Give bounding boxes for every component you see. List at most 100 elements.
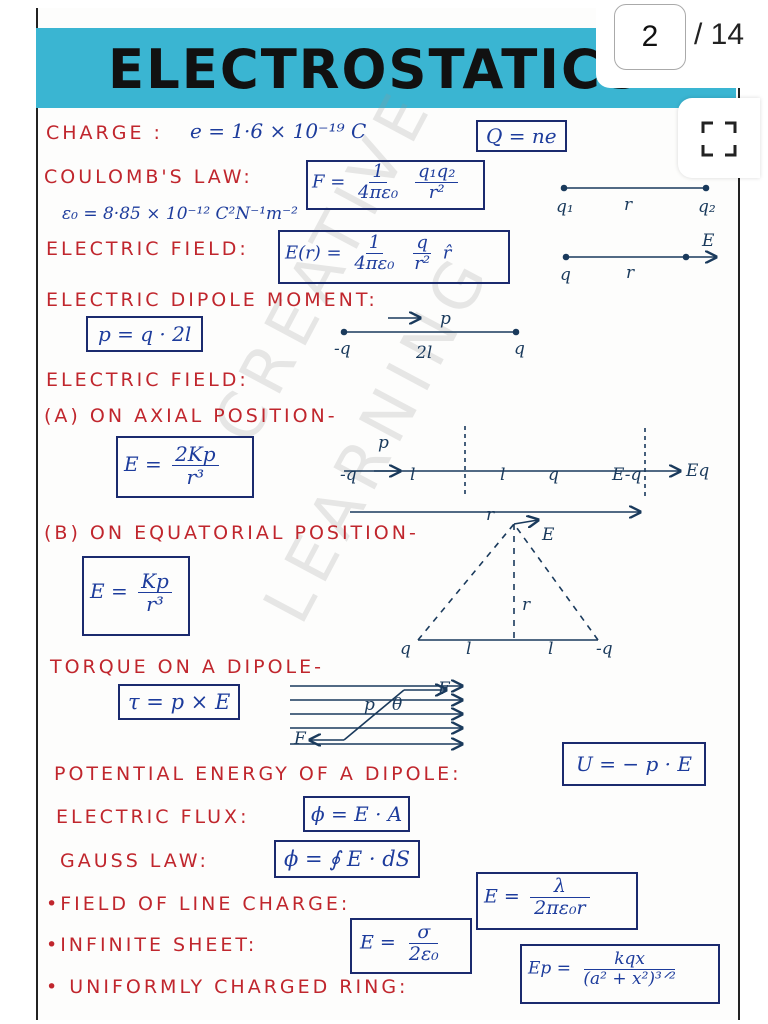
field-r: r bbox=[626, 263, 635, 283]
equatorial-l2: l bbox=[548, 639, 553, 659]
equatorial-num: Kp bbox=[138, 570, 172, 593]
charge-formula: e = 1·6 × 10⁻¹⁹ C bbox=[190, 119, 367, 143]
field-diagram bbox=[562, 255, 717, 260]
field-qnum: q bbox=[413, 233, 431, 254]
field-qden: r² bbox=[414, 252, 431, 274]
axial-p: p bbox=[378, 433, 389, 453]
gauss-law-box: ϕ = ∮ E · dS bbox=[274, 840, 421, 878]
line-charge-label: •FIELD OF LINE CHARGE: bbox=[46, 893, 351, 915]
coulomb-q1: q₁ bbox=[556, 197, 574, 217]
axial-minus-q: -q bbox=[340, 465, 357, 485]
axial-q: q bbox=[548, 465, 559, 485]
electric-field-box bbox=[278, 230, 510, 284]
equatorial-position-label: (B) ON EQUATORIAL POSITION- bbox=[44, 522, 419, 544]
line-charge-num: λ bbox=[529, 876, 590, 898]
torque-box: τ = p × E bbox=[118, 684, 241, 720]
axial-l1: l bbox=[410, 465, 415, 485]
axial-num: 2Kp bbox=[172, 443, 219, 466]
coulomb-qnum: q₁q₂ bbox=[414, 162, 459, 183]
axial-position-label: (A) ON AXIAL POSITION- bbox=[44, 405, 338, 427]
coulomb-law-label: COULOMB'S LAW: bbox=[44, 166, 253, 188]
charged-ring-num: kqx bbox=[584, 950, 675, 970]
dipole-q: q bbox=[514, 339, 525, 359]
charged-ring-den: (a² + x²)³ᐟ² bbox=[583, 968, 676, 989]
field-E: E(r) = bbox=[285, 242, 342, 264]
coulomb-r: r bbox=[624, 195, 633, 215]
axial-Eq: Eq bbox=[685, 461, 709, 481]
axial-diagram bbox=[344, 426, 680, 512]
dipole-2l: 2l bbox=[415, 343, 432, 363]
potential-energy-box: U = − p · E bbox=[562, 742, 706, 786]
equatorial-E: E bbox=[541, 525, 555, 545]
permittivity-constant: ε₀ = 8·85 × 10⁻¹² C²N⁻¹m⁻² bbox=[62, 204, 298, 224]
torque-label: TORQUE ON A DIPOLE- bbox=[50, 656, 325, 678]
fullscreen-button[interactable] bbox=[678, 98, 760, 178]
dipole-moment-label: ELECTRIC DIPOLE MOMENT: bbox=[46, 289, 378, 311]
total-pages: / 14 bbox=[694, 18, 745, 51]
torque-F-top: F bbox=[437, 679, 451, 699]
coulomb-num: 1 bbox=[369, 162, 387, 183]
page-title: ELECTROSTATICS bbox=[108, 38, 643, 101]
line-charge-box bbox=[476, 872, 638, 930]
electric-flux-box: ϕ = E · A bbox=[303, 796, 411, 832]
charged-ring-box bbox=[520, 944, 720, 1004]
infinite-sheet-label: •INFINITE SHEET: bbox=[46, 934, 258, 956]
line-charge-E: E = bbox=[484, 885, 520, 908]
infinite-sheet-box bbox=[350, 918, 472, 974]
coulomb-q2: q₂ bbox=[698, 197, 716, 217]
axial-field-box bbox=[116, 436, 254, 498]
axial-den: r³ bbox=[186, 465, 205, 489]
equatorial-den: r³ bbox=[146, 592, 164, 616]
coulomb-law-box bbox=[306, 160, 485, 210]
coulomb-qden: r² bbox=[428, 181, 445, 203]
field-E: E bbox=[701, 231, 715, 251]
field-unit-vector: r̂ bbox=[442, 242, 452, 264]
electric-field-label: ELECTRIC FIELD: bbox=[46, 238, 249, 260]
infinite-sheet-num: σ bbox=[409, 922, 439, 944]
coulomb-den: 4πε₀ bbox=[358, 181, 399, 203]
axial-E-minus-q: E-q bbox=[611, 465, 641, 485]
axial-l2: l bbox=[500, 465, 505, 485]
charge-quantization-box: Q = ne bbox=[476, 120, 567, 152]
torque-p: p bbox=[364, 695, 375, 715]
line-charge-den: 2πε₀r bbox=[534, 896, 586, 919]
axial-r: r bbox=[486, 505, 495, 525]
dipole-moment-box: p = q · 2l bbox=[86, 316, 204, 352]
torque-theta: θ bbox=[392, 695, 402, 715]
dipole-minus-q: -q bbox=[334, 339, 351, 359]
notes-page bbox=[36, 8, 740, 1020]
gauss-law-label: GAUSS LAW: bbox=[60, 850, 209, 872]
charged-ring-label: • UNIFORMLY CHARGED RING: bbox=[46, 976, 409, 998]
charged-ring-formula: Ep = kqx(a² + x²)³ᐟ² bbox=[528, 950, 683, 988]
potential-energy-label: POTENTIAL ENERGY OF A DIPOLE: bbox=[54, 763, 462, 785]
field-q: q bbox=[560, 265, 571, 285]
coulomb-diagram bbox=[560, 184, 710, 192]
equatorial-E: E = bbox=[90, 579, 128, 603]
current-page-input[interactable]: 2 bbox=[614, 4, 686, 70]
torque-F-bottom: F bbox=[293, 729, 307, 749]
charged-ring-E: Ep = bbox=[528, 958, 571, 979]
dipole-p: p bbox=[440, 309, 451, 329]
field-den: 4πε₀ bbox=[354, 252, 395, 274]
equatorial-minus-q: -q bbox=[596, 639, 613, 659]
field-num: 1 bbox=[365, 233, 384, 254]
equatorial-q: q bbox=[400, 639, 411, 659]
dipole-diagram bbox=[340, 318, 520, 336]
equatorial-field-box bbox=[82, 556, 190, 636]
fullscreen-icon bbox=[701, 121, 737, 157]
coulomb-F: F = bbox=[312, 171, 346, 193]
charge-label: CHARGE : bbox=[46, 122, 163, 144]
equatorial-r: r bbox=[522, 595, 531, 615]
infinite-sheet-E: E = bbox=[360, 931, 396, 954]
infinite-sheet-den: 2ε₀ bbox=[408, 942, 439, 965]
torque-diagram bbox=[290, 686, 462, 744]
axial-E: E = bbox=[124, 452, 162, 476]
equatorial-l1: l bbox=[466, 639, 471, 659]
